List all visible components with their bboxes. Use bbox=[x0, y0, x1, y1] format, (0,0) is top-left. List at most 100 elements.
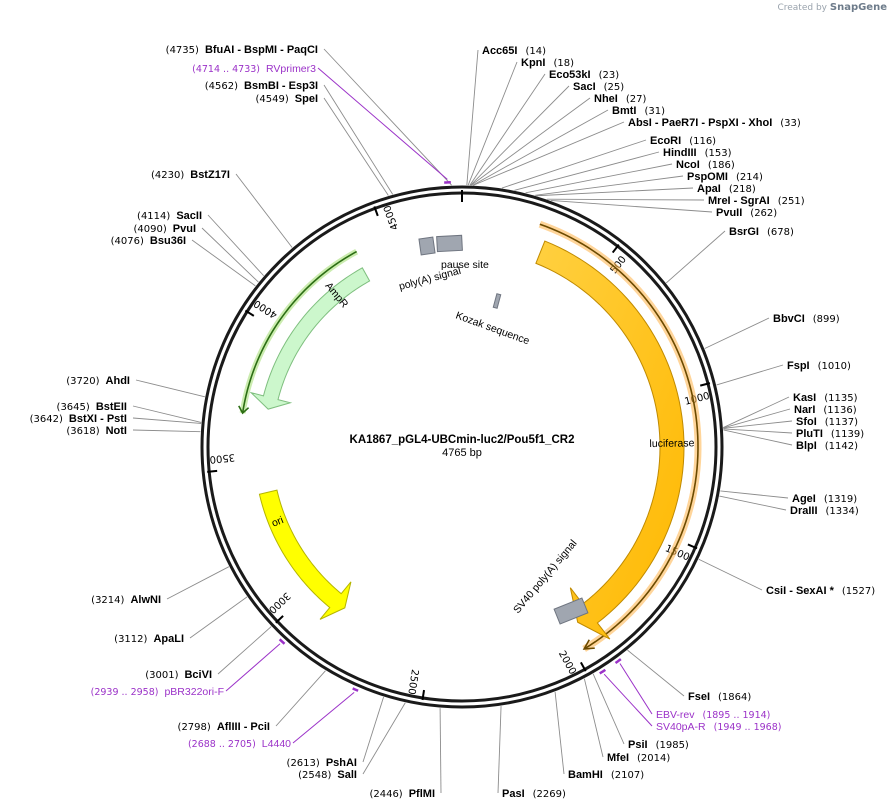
enzyme-label-sfoi[interactable]: SfoI(1137) bbox=[796, 416, 858, 428]
ampr-orf-line bbox=[241, 250, 358, 414]
enzyme-line-bsrgi bbox=[665, 230, 726, 284]
enzyme-label-bcivi[interactable]: (3001)BciVI bbox=[145, 669, 212, 681]
enzyme-label-saci[interactable]: SacI(25) bbox=[573, 81, 624, 93]
enzyme-line-pvuii bbox=[550, 200, 713, 213]
enzyme-label-pasi[interactable]: PasI(2269) bbox=[502, 788, 566, 800]
enzyme-label-alwni[interactable]: (3214)AlwNI bbox=[91, 594, 161, 606]
enzyme-label-acc65i[interactable]: Acc65I(14) bbox=[482, 45, 546, 57]
enzyme-label-pvui[interactable]: (4090)PvuI bbox=[134, 223, 197, 235]
enzyme-label-noti[interactable]: (3618)NotI bbox=[66, 425, 127, 437]
enzyme-label-nari[interactable]: NarI(1136) bbox=[794, 404, 857, 416]
tick-label-4500: 4500 bbox=[382, 204, 401, 232]
plasmid-name: KA1867_pGL4-UBCmin-luc2/Pou5f1_CR2 bbox=[350, 434, 575, 446]
enzyme-label-bstxi[interactable]: (3642)BstXI - PstI bbox=[30, 413, 127, 425]
enzyme-line-kpni bbox=[467, 61, 518, 186]
plasmid-length: 4765 bp bbox=[442, 447, 482, 459]
enzyme-label-eco53ki[interactable]: Eco53kI(23) bbox=[549, 69, 619, 81]
enzyme-label-bbvci[interactable]: BbvCI(899) bbox=[773, 313, 840, 325]
enzyme-line-blpi bbox=[723, 429, 793, 446]
enzyme-label-ahdi[interactable]: (3720)AhdI bbox=[66, 375, 130, 387]
enzyme-label-spei[interactable]: (4549)SpeI bbox=[256, 93, 319, 105]
enzyme-line-bstxi bbox=[132, 417, 202, 424]
enzyme-line-draiii bbox=[719, 495, 787, 511]
enzyme-line-kasi bbox=[723, 396, 790, 428]
snapgene-logo-text: SnapGene bbox=[829, 2, 887, 13]
enzyme-label-ncoi[interactable]: NcoI(186) bbox=[676, 159, 735, 171]
tick-mark-4000 bbox=[244, 309, 255, 317]
enzyme-label-draiii[interactable]: DraIII(1334) bbox=[790, 505, 859, 517]
enzyme-label-pluti[interactable]: PluTI(1139) bbox=[796, 428, 864, 440]
enzyme-line-pluti bbox=[723, 428, 793, 434]
enzyme-line-mrei bbox=[547, 198, 705, 201]
enzyme-line-bmti bbox=[472, 109, 609, 186]
tick-mark-2000 bbox=[580, 661, 587, 672]
enzyme-label-pflmi[interactable]: (2446)PflMI bbox=[369, 788, 435, 800]
enzyme-label-apali[interactable]: (3112)ApaLI bbox=[114, 633, 184, 645]
enzyme-line-spei bbox=[323, 97, 389, 196]
enzyme-label-mfei[interactable]: MfeI(2014) bbox=[607, 752, 670, 764]
enzyme-label-nhei[interactable]: NheI(27) bbox=[594, 93, 646, 105]
enzyme-label-sacii[interactable]: (4114)SacII bbox=[137, 210, 202, 222]
tick-label-4000: 4000 bbox=[252, 297, 279, 320]
enzyme-line-bcivi bbox=[217, 626, 272, 675]
enzyme-line-sfoi bbox=[723, 420, 793, 429]
enzyme-line-bstz17i bbox=[235, 173, 293, 248]
enzyme-label-mrei[interactable]: MreI - SgrAI(251) bbox=[708, 195, 805, 207]
primer-label-l4440: (2688 .. 2705)L4440 bbox=[188, 738, 291, 750]
enzyme-line-nhei bbox=[471, 97, 591, 186]
enzyme-lines bbox=[132, 48, 793, 794]
enzyme-line-bsu36i bbox=[191, 239, 256, 287]
enzyme-label-ecori[interactable]: EcoRI(116) bbox=[650, 135, 716, 147]
enzyme-label-pshai[interactable]: (2613)PshAI bbox=[287, 757, 357, 769]
enzyme-line-csii bbox=[698, 558, 763, 591]
enzyme-label-bstz17i[interactable]: (4230)BstZ17I bbox=[151, 169, 230, 181]
enzyme-line-pasi bbox=[497, 706, 502, 794]
enzyme-label-agei[interactable]: AgeI(1319) bbox=[792, 493, 857, 505]
enzyme-label-absi[interactable]: AbsI - PaeR7I - PspXI - XhoI(33) bbox=[628, 117, 801, 129]
enzyme-label-bfuai[interactable]: (4735)BfuAI - BspMI - PaqCI bbox=[166, 44, 318, 56]
tick-label-2500: 2500 bbox=[405, 668, 420, 695]
enzyme-line-ecori bbox=[501, 139, 647, 189]
enzyme-label-apai[interactable]: ApaI(218) bbox=[697, 183, 756, 195]
enzyme-label-bsu36i[interactable]: (4076)Bsu36I bbox=[111, 235, 186, 247]
enzyme-label-fspi[interactable]: FspI(1010) bbox=[787, 360, 851, 372]
enzyme-label-bsteii[interactable]: (3645)BstEII bbox=[57, 401, 127, 413]
tick-label-2000: 2000 bbox=[556, 649, 578, 677]
enzyme-line-hindiii bbox=[514, 151, 660, 191]
enzyme-line-pflmi bbox=[439, 708, 442, 794]
enzyme-line-pvui bbox=[201, 227, 259, 283]
enzyme-label-hindiii[interactable]: HindIII(153) bbox=[663, 147, 732, 159]
enzyme-line-alwni bbox=[166, 566, 230, 600]
enzyme-label-kasi[interactable]: KasI(1135) bbox=[793, 392, 858, 404]
enzyme-label-psii[interactable]: PsiI(1985) bbox=[628, 739, 689, 751]
enzyme-label-bsmbi[interactable]: (4562)BsmBI - Esp3I bbox=[205, 80, 318, 92]
enzyme-label-kpni[interactable]: KpnI(18) bbox=[521, 57, 574, 69]
primer-arc-pbr322ori-f bbox=[278, 638, 286, 645]
enzyme-label-csii[interactable]: CsiI - SexAI *(1527) bbox=[766, 585, 875, 597]
enzyme-label-bsrgi[interactable]: BsrGI(678) bbox=[729, 226, 794, 238]
enzyme-label-blpi[interactable]: BlpI(1142) bbox=[796, 440, 858, 452]
enzyme-label-sali[interactable]: (2548)SalI bbox=[298, 769, 357, 781]
ori-label: ori bbox=[270, 514, 285, 530]
enzyme-line-bsmbi bbox=[323, 84, 394, 195]
enzyme-line-acc65i bbox=[466, 49, 479, 186]
tick-mark-3000 bbox=[275, 615, 284, 624]
enzyme-label-bamhi[interactable]: BamHI(2107) bbox=[568, 769, 644, 781]
poly-a-signal-box bbox=[418, 236, 436, 256]
luciferase-orf-line bbox=[539, 223, 699, 650]
tick-mark-1500 bbox=[687, 543, 698, 550]
tick-mark-4500 bbox=[373, 206, 379, 217]
primer-label-pbr322ori-f: (2939 .. 2958)pBR322ori-F bbox=[91, 686, 224, 698]
enzyme-line-psii bbox=[592, 673, 625, 745]
enzyme-label-afliii[interactable]: (2798)AflIII - PciI bbox=[178, 721, 270, 733]
kozak-sequence-box bbox=[492, 293, 502, 309]
tick-mark-3500 bbox=[207, 469, 218, 473]
enzyme-label-pspomi[interactable]: PspOMI(214) bbox=[687, 171, 763, 183]
enzyme-label-fsei[interactable]: FseI(1864) bbox=[688, 691, 751, 703]
enzyme-label-bmti[interactable]: BmtI(31) bbox=[612, 105, 665, 117]
primer-label-rvprimer3: (4714 .. 4733)RVprimer3 bbox=[192, 63, 316, 75]
enzyme-line-pspomi bbox=[534, 175, 684, 196]
enzyme-label-pvuii[interactable]: PvuII(262) bbox=[716, 207, 777, 219]
ampr-arrow bbox=[249, 267, 371, 410]
